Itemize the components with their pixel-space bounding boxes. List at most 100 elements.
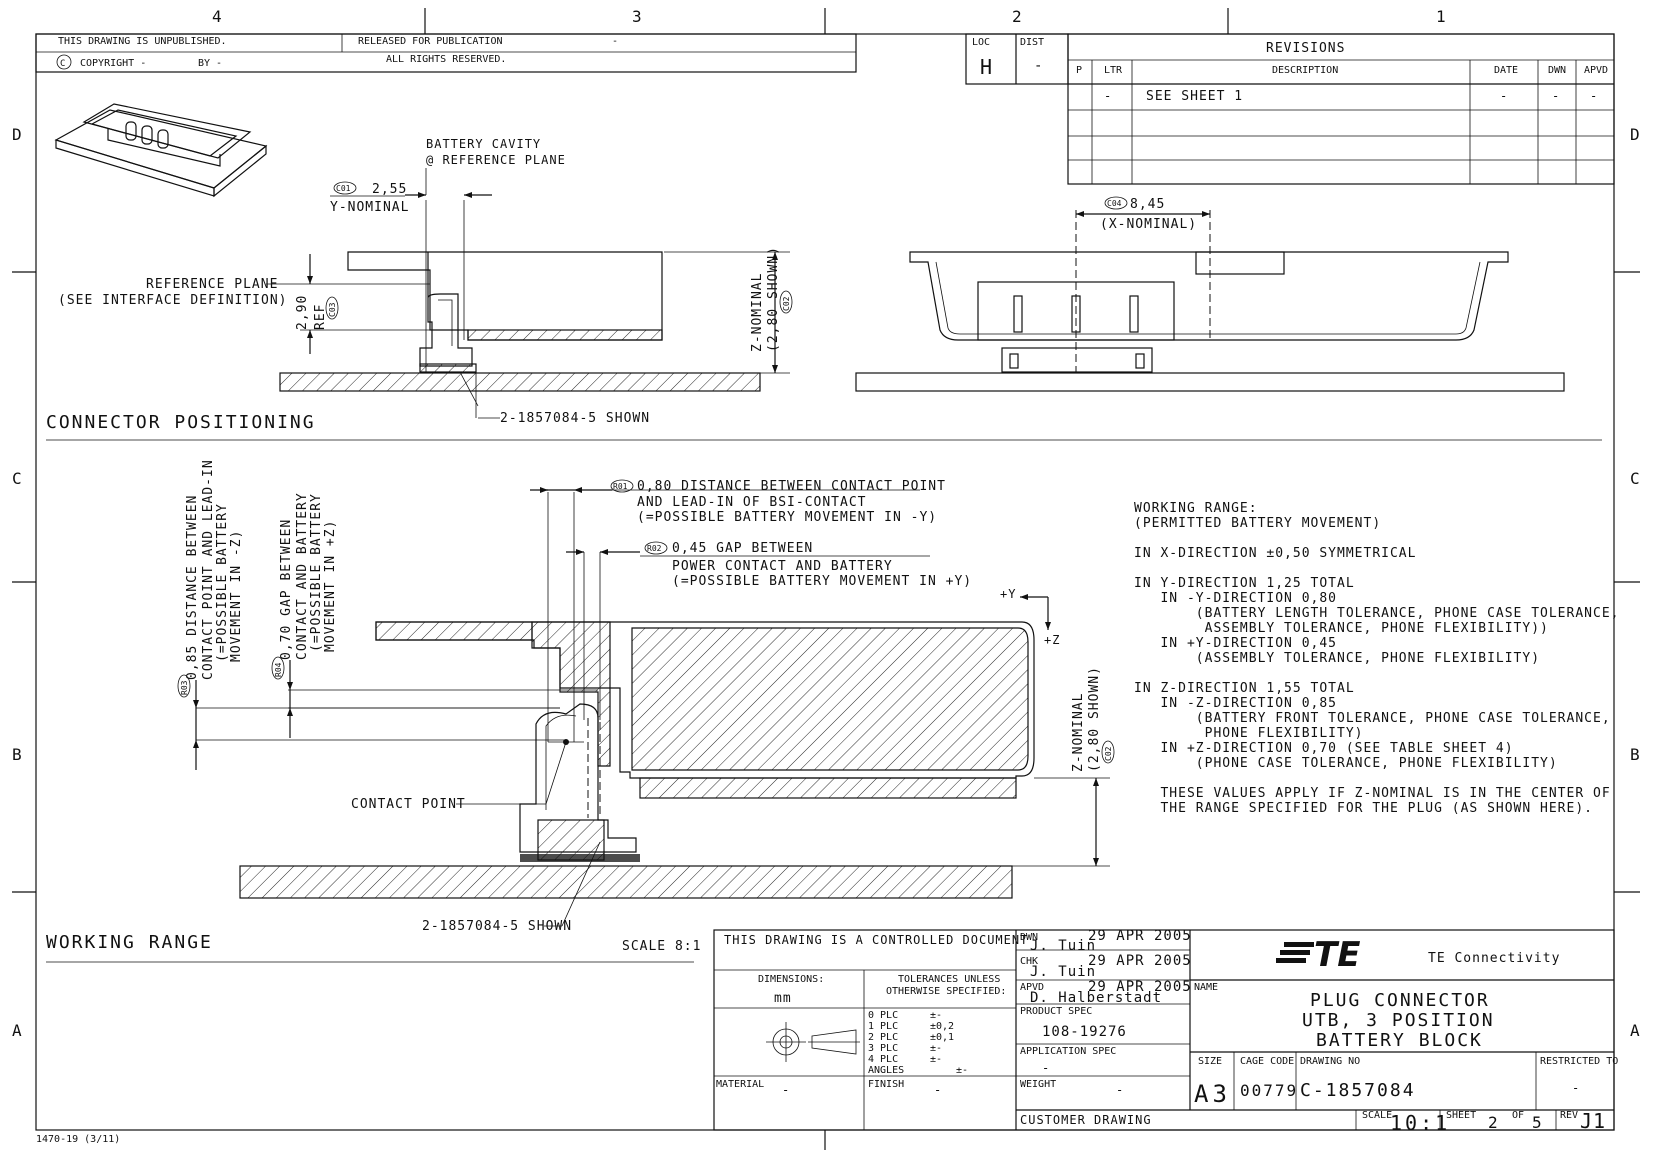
note-070-line-3: (=POSSIBLE BATTERY (309, 493, 324, 652)
tolerance-value: ±- (956, 1065, 968, 1076)
tolerance-table: 0 PLC±-1 PLC±0,22 PLC±0,13 PLC±-4 PLC±-A… (868, 1010, 968, 1076)
part-name-line-1: PLUG CONNECTOR (1310, 990, 1490, 1011)
material-label: MATERIAL (716, 1079, 764, 1090)
loc-value: H (980, 55, 993, 79)
material-value: - (782, 1083, 790, 1097)
range-note-line: IN X-DIRECTION ±0,50 SYMMETRICAL (1134, 546, 1416, 561)
svg-text:C: C (60, 59, 65, 69)
grid-row-labels: D C B A D C B A (12, 125, 1642, 1040)
range-note-line: ASSEMBLY TOLERANCE, PHONE FLEXIBILITY)) (1134, 621, 1549, 636)
range-note-line: PHONE FLEXIBILITY) (1134, 726, 1364, 741)
released-note: RELEASED FOR PUBLICATION (358, 36, 503, 47)
te-logo-text: TE (1314, 935, 1360, 975)
grid-col-3: 3 (632, 7, 644, 26)
tolerance-plc: 2 PLC (868, 1032, 898, 1043)
tolerance-value: ±- (930, 1010, 942, 1021)
range-note-line: IN +Y-DIRECTION 0,45 (1134, 636, 1337, 651)
grid-col-1: 1 (1436, 7, 1448, 26)
note-085-line-4: MOVEMENT IN -Z) (229, 530, 244, 662)
dwn-date: 29 APR 2005 (1088, 928, 1192, 944)
tolerance-plc: ANGLES (868, 1065, 904, 1076)
name-label: NAME (1194, 982, 1218, 993)
application-spec-value: - (1042, 1061, 1050, 1075)
of-value: 5 (1532, 1113, 1544, 1132)
grid-row-a-right: A (1630, 1021, 1642, 1040)
connector-positioning-labels: BATTERY CAVITY @ REFERENCE PLANE C01 2,5… (46, 137, 793, 433)
part-shown-label-top: 2-1857084-5 SHOWN (500, 411, 650, 426)
working-range-scale: SCALE 8:1 (622, 939, 701, 954)
apvd-date: 29 APR 2005 (1088, 979, 1192, 995)
tolerances-label-2: OTHERWISE SPECIFIED: (886, 986, 1006, 997)
range-note-line: WORKING RANGE: (1134, 501, 1258, 516)
size-label: SIZE (1198, 1056, 1222, 1067)
drawing-number-value: C-1857084 (1300, 1080, 1416, 1101)
working-range-notes: WORKING RANGE:(PERMITTED BATTERY MOVEMEN… (1134, 501, 1618, 816)
dwn-name: J. Tuin (1030, 938, 1096, 954)
battery-cavity-outline (347, 251, 663, 341)
rev-col-date: DATE (1494, 65, 1518, 76)
header-strip: THIS DRAWING IS UNPUBLISHED. RELEASED FO… (35, 33, 857, 73)
chk-date: 29 APR 2005 (1088, 953, 1192, 969)
working-range-detail-view (239, 621, 1035, 899)
grid-column-labels: 4 3 2 1 (212, 7, 1448, 26)
company-name: TE Connectivity (1428, 951, 1560, 966)
part-name-line-2: UTB, 3 POSITION (1302, 1010, 1495, 1031)
copyright-by: BY - (198, 58, 222, 69)
axis-plus-z: +Z (1044, 633, 1060, 647)
range-note-line: IN Y-DIRECTION 1,25 TOTAL (1134, 576, 1355, 591)
tolerance-plc: 0 PLC (868, 1010, 898, 1021)
tolerances-label-1: TOLERANCES UNLESS (898, 974, 1000, 985)
range-note-line: IN -Y-DIRECTION 0,80 (1134, 591, 1337, 606)
rev-col-description: DESCRIPTION (1272, 65, 1338, 76)
rev-row-description: SEE SHEET 1 (1146, 89, 1243, 104)
dwn-label: DWN (1020, 932, 1038, 943)
grid-col-4: 4 (212, 7, 224, 26)
finish-label: FINISH (868, 1079, 904, 1090)
note-080-line-1: 0,80 DISTANCE BETWEEN CONTACT POINT (637, 479, 946, 494)
revisions-table: REVISIONS P LTR DESCRIPTION DATE DWN APV… (1067, 33, 1615, 185)
note-045-line-1: 0,45 GAP BETWEEN (672, 541, 813, 556)
note-080-line-3: (=POSSIBLE BATTERY MOVEMENT IN -Y) (637, 510, 937, 525)
rev-col-p: P (1076, 65, 1082, 76)
dimensions-unit: mm (774, 991, 792, 1006)
ref-height-value: 2,90 (295, 295, 310, 330)
note-045-line-2: POWER CONTACT AND BATTERY (672, 559, 893, 574)
application-spec-label: APPLICATION SPEC (1020, 1046, 1116, 1057)
svg-text:C01: C01 (336, 184, 351, 193)
tolerance-plc: 4 PLC (868, 1054, 898, 1065)
rev-col-dwn: DWN (1548, 65, 1566, 76)
unpublished-note: THIS DRAWING IS UNPUBLISHED. (58, 36, 227, 47)
svg-text:C02: C02 (1104, 746, 1113, 761)
weight-value: - (1116, 1083, 1124, 1097)
working-range-labels: R01 0,80 DISTANCE BETWEEN CONTACT POINT … (46, 459, 1115, 963)
copyright-icon (56, 54, 72, 70)
grid-row-d-left: D (12, 125, 24, 144)
rights-note: ALL RIGHTS RESERVED. (386, 54, 506, 65)
tolerance-value: ±- (930, 1043, 942, 1054)
tolerance-value: ±0,1 (930, 1032, 954, 1043)
revision-row: - SEE SHEET 1 - - - (1104, 89, 1598, 104)
part-shown-label-bottom: 2-1857084-5 SHOWN (422, 919, 572, 934)
range-note-line: IN -Z-DIRECTION 0,85 (1134, 696, 1337, 711)
reference-plane-label-1: REFERENCE PLANE (146, 277, 278, 292)
weight-label: WEIGHT (1020, 1079, 1056, 1090)
connector-positioning-front-view: C04 8,45 (X-NOMINAL) (855, 196, 1565, 392)
range-note-line: THESE VALUES APPLY IF Z-NOMINAL IS IN TH… (1134, 786, 1611, 801)
pcb-board-front (855, 372, 1565, 392)
contact-spring (519, 703, 637, 853)
contact-point-label: CONTACT POINT (351, 797, 466, 812)
grid-row-d-right: D (1630, 125, 1642, 144)
grid-col-2: 2 (1012, 7, 1024, 26)
note-080-line-2: AND LEAD-IN OF BSI-CONTACT (637, 495, 867, 510)
z-nominal-label: Z-NOMINAL (750, 273, 765, 352)
isometric-connector-thumbnail (54, 103, 268, 198)
dim-id-balloon (333, 181, 357, 195)
chk-name: J. Tuin (1030, 964, 1096, 980)
connector-positioning-title: CONNECTOR POSITIONING (46, 412, 316, 433)
finish-value: - (934, 1083, 942, 1097)
rev-row-apvd: - (1590, 89, 1598, 103)
grid-row-c-right: C (1630, 469, 1642, 488)
rev-row-dwn: - (1552, 89, 1560, 103)
grid-row-b-left: B (12, 745, 24, 764)
battery-body (631, 627, 1029, 771)
